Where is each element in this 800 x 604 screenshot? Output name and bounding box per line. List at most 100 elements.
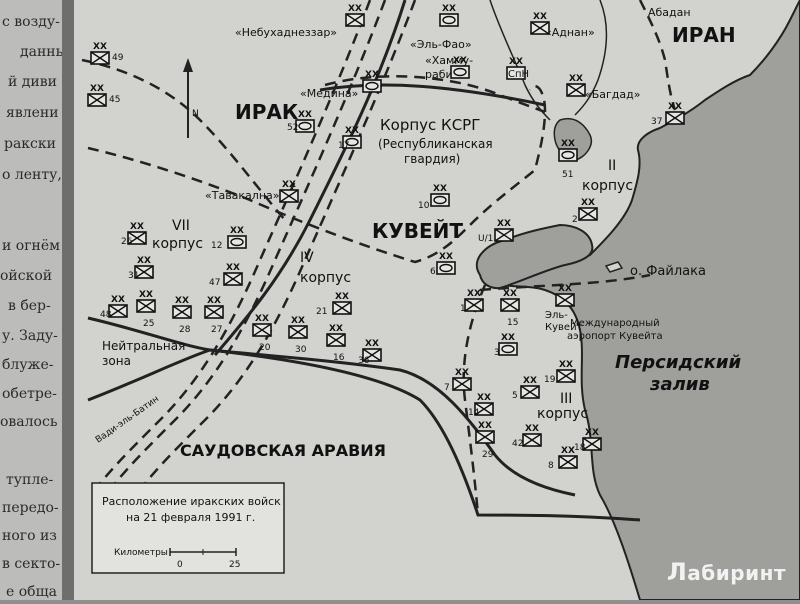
infantry-division-icon: XX <box>522 424 542 447</box>
unit-number: 45 <box>109 95 120 105</box>
page-text-line: е обща <box>6 584 57 600</box>
armored-division-icon: XX <box>450 56 470 79</box>
legend-title: на 21 февраля 1991 г. <box>126 511 255 524</box>
label-division-el-fao: «Эль-Фао» <box>410 38 472 51</box>
unit-number: 25 <box>143 319 154 329</box>
division-echelon-mark: XX <box>291 316 305 326</box>
page-text-line: о ленту, <box>2 167 62 183</box>
division-echelon-mark: XX <box>230 226 244 236</box>
defense-line-saudi <box>87 316 211 352</box>
unit-number: 10 <box>418 201 430 211</box>
infantry-division-icon: XX <box>136 290 156 313</box>
label-corps-ksrg-sub: (Республиканская <box>378 137 493 151</box>
unit-number: 21 <box>316 307 327 317</box>
label-corps-vii: VII <box>172 218 190 234</box>
label-corps-vii: корпус <box>152 236 203 252</box>
division-echelon-mark: XX <box>335 292 349 302</box>
division-echelon-mark: XX <box>175 296 189 306</box>
division-echelon-mark: XX <box>467 289 481 299</box>
page-text-line: передо- <box>2 500 59 516</box>
armored-division-icon: XX <box>436 252 456 275</box>
infantry-division-icon: XX <box>90 42 110 65</box>
unit-number: 6 <box>430 267 436 277</box>
unit-number: 16 <box>333 353 345 363</box>
division-echelon-mark: XX <box>455 368 469 378</box>
page-text-line: ойской <box>0 268 53 284</box>
armored-division-icon: XX <box>430 184 450 207</box>
unit-number: 28 <box>179 325 191 335</box>
border-iraq-saudi <box>81 58 286 221</box>
legend-title: Расположение иракских войск <box>102 495 281 508</box>
infantry-division-icon: XX <box>223 263 243 286</box>
map-area: ИРАК ИРАН КУВЕЙТ САУДОВСКАЯ АРАВИЯ Корпу… <box>74 0 800 601</box>
division-echelon-mark: XX <box>442 4 456 14</box>
division-echelon-mark: XX <box>329 324 343 334</box>
division-echelon-mark: XX <box>90 84 104 94</box>
division-echelon-mark: XX <box>255 314 269 324</box>
infantry-division-icon: XX <box>556 360 576 383</box>
unit-number: 30 <box>295 345 307 355</box>
road <box>213 0 407 356</box>
label-corps-iv: IV <box>300 250 314 266</box>
legend-scale-label: Километры <box>114 548 168 558</box>
faylaka-island <box>604 261 624 273</box>
page-text-line: и огнём <box>2 238 61 254</box>
division-echelon-mark: XX <box>561 139 575 149</box>
unit-number: 2 <box>572 215 578 225</box>
border-lines-west <box>94 0 372 491</box>
label-corps-ksrg-sub: гвардия) <box>404 152 460 166</box>
page-text-line: ного из <box>2 528 57 544</box>
page-text-line: овалось <box>0 414 58 430</box>
unit-number: 27 <box>211 325 222 335</box>
division-echelon-mark: XX <box>569 74 583 84</box>
unit-number: U/1 <box>478 234 493 244</box>
river <box>574 0 608 116</box>
watermark-text: абиринт <box>687 561 786 585</box>
unit-number: 37 <box>651 117 662 127</box>
armored-division-icon: XX <box>227 226 247 249</box>
division-echelon-mark: XX <box>501 333 515 343</box>
page-text-line: явлени <box>6 105 59 121</box>
road <box>319 83 546 107</box>
unit-number: 20 <box>259 343 271 353</box>
infantry-division-icon: XX <box>558 446 578 469</box>
page-text-line: обетре- <box>2 386 57 402</box>
armored-division-icon: XX <box>439 4 459 27</box>
label-kuwait: КУВЕЙТ <box>372 219 463 243</box>
unit-number: 5 <box>512 391 518 401</box>
division-echelon-mark: XX <box>111 295 125 305</box>
unit-number: 19 <box>544 375 556 385</box>
border-iraq-iran <box>638 0 677 111</box>
page-text-line: тупле- <box>6 472 54 488</box>
division-echelon-mark: XX <box>525 424 539 434</box>
infantry-division-icon: XX <box>345 4 365 27</box>
label-el-kuwait: Кувейт <box>545 322 583 333</box>
north-label: N <box>192 109 199 119</box>
label-neutral-zone: зона <box>102 354 131 368</box>
division-echelon-mark: XX <box>207 296 221 306</box>
infantry-division-icon: XX <box>464 289 484 312</box>
label-corps-iii: III <box>560 391 572 407</box>
label-corps-ksrg: Корпус КСРГ <box>380 116 480 134</box>
infantry-division-icon: XX <box>582 428 602 451</box>
infantry-division-icon: XX <box>87 84 107 107</box>
unit-number: 17 <box>338 141 349 151</box>
border-lines-west <box>109 0 387 491</box>
infantry-division-icon: XX <box>474 393 494 416</box>
page-text-line: в секто- <box>2 556 61 572</box>
map-canvas: ИРАК ИРАН КУВЕЙТ САУДОВСКАЯ АРАВИЯ Корпу… <box>81 0 800 601</box>
infantry-division-icon: XX <box>134 256 154 279</box>
division-echelon-mark: XX <box>93 42 107 52</box>
road-coast <box>209 348 641 522</box>
page-text-line: у. Заду- <box>2 328 58 344</box>
unit-number: 8 <box>548 461 554 471</box>
page-text-line: в бер- <box>8 298 51 314</box>
label-division-tawakalna: «Тавакална» <box>205 189 280 202</box>
unit-number: 1 <box>460 304 466 314</box>
division-echelon-mark: XX <box>139 290 153 300</box>
infantry-division-icon: XX <box>475 421 495 444</box>
division-echelon-mark: XX <box>433 184 447 194</box>
page-text-line: ракски <box>4 136 56 152</box>
label-division-adnan: «Аднан» <box>545 26 595 39</box>
infantry-division-icon: XX <box>172 296 192 319</box>
